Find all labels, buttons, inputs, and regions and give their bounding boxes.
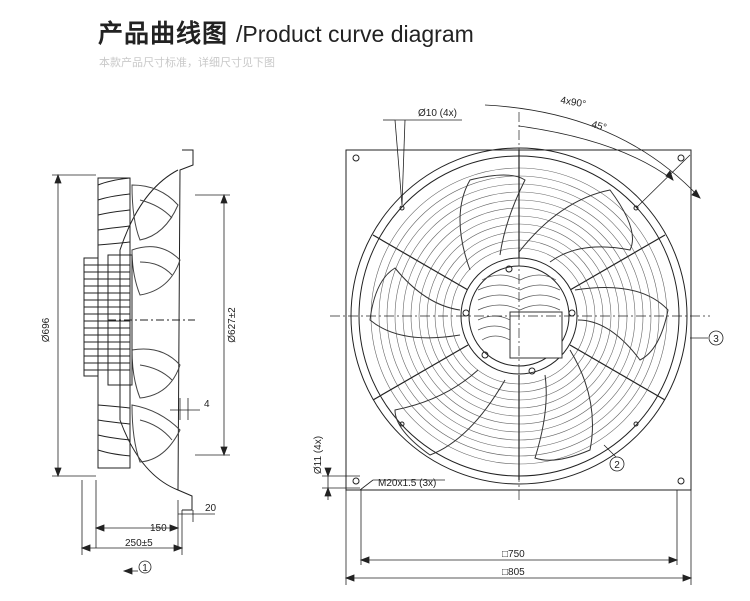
motor-body	[97, 177, 131, 469]
label-hole-side: Ø11 (4x)	[313, 436, 324, 474]
callout-2-label: 2	[614, 460, 620, 471]
terminal-box	[509, 311, 563, 359]
label-dim-750: □750	[502, 549, 525, 560]
label-angle-4x90: 4x90°	[559, 95, 586, 110]
side-dimensions	[52, 173, 230, 575]
label-dim-150: 150	[150, 523, 167, 534]
callout-1: 1	[138, 560, 152, 574]
front-view	[330, 112, 710, 500]
label-angle-45: 45°	[590, 119, 607, 134]
ring-tab	[399, 421, 405, 427]
hub-screw	[481, 351, 489, 359]
label-dim-627: Ø627±2	[227, 307, 238, 343]
ring-tab	[399, 205, 405, 211]
label-dim-4: 4	[204, 399, 210, 410]
side-view	[83, 149, 195, 511]
label-thread: M20x1.5 (3x)	[378, 478, 436, 489]
label-dim-696: Ø696	[41, 317, 52, 342]
front-dimensions	[322, 104, 708, 585]
title-chinese: 产品曲线图	[98, 19, 229, 48]
label-dim-20: 20	[205, 503, 217, 514]
fan-blades-front	[369, 174, 669, 461]
label-dim-805: □805	[502, 567, 525, 578]
ring-tab	[633, 421, 639, 427]
callout-1-label: 1	[142, 563, 148, 574]
corner-hole	[677, 154, 685, 162]
callout-3-label: 3	[713, 334, 719, 345]
arc-4x90	[484, 104, 701, 199]
corner-hole	[352, 154, 360, 162]
callout-3: 3	[708, 330, 724, 346]
shroud-outline	[177, 149, 194, 511]
guard-ribs	[97, 177, 131, 457]
hub-screw	[505, 265, 513, 273]
hub-screw	[528, 367, 536, 375]
fan-blades	[131, 184, 181, 463]
label-hole-top: Ø10 (4x)	[418, 108, 457, 119]
ring-tab	[633, 205, 639, 211]
callout-2: 2	[609, 456, 625, 472]
housing-curve	[119, 169, 179, 491]
subtitle: 本款产品尺寸标准，详细尺寸见下图	[99, 56, 275, 69]
label-dim-250: 250±5	[125, 538, 153, 549]
motor-fins	[83, 257, 130, 377]
corner-hole	[677, 477, 685, 485]
page-title: 产品曲线图/Product curve diagram	[98, 14, 474, 50]
arc-45	[518, 125, 674, 181]
title-english: /Product curve diagram	[236, 21, 474, 47]
corner-hole	[352, 477, 360, 485]
